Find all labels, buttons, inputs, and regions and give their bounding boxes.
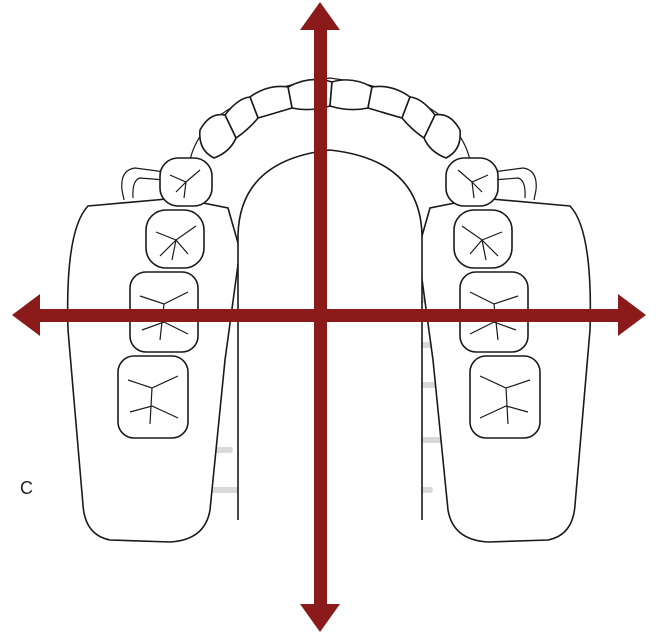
panel-label: C	[20, 478, 33, 499]
anterior-teeth	[200, 79, 460, 158]
palate	[238, 150, 422, 520]
left-retention-wire	[122, 168, 165, 200]
molar-tooth	[118, 356, 188, 438]
molar-tooth	[470, 356, 540, 438]
right-retention-wire	[493, 168, 536, 200]
incisor-tooth	[330, 80, 372, 110]
